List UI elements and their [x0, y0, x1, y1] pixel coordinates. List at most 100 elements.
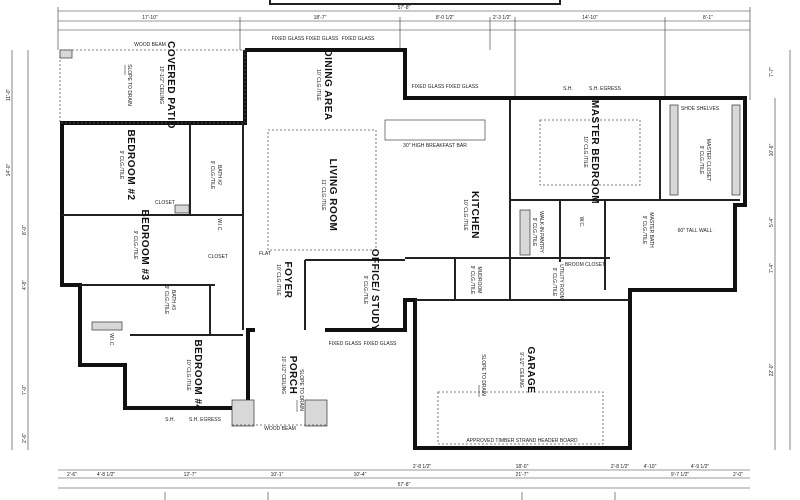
- dim-text: 18'-0": [516, 464, 529, 470]
- window-label: S.H. EGRESS: [589, 86, 622, 92]
- window-label: FIXED GLASS: [412, 84, 445, 90]
- ceiling-outlines: [267, 119, 641, 445]
- tall-wall-label: 60" TALL WALL: [678, 228, 713, 234]
- dim-text: 14'-10": [582, 15, 598, 21]
- dim-text: 17'-10": [142, 15, 158, 21]
- svg-text:MASTER CLOSET: MASTER CLOSET: [705, 139, 711, 181]
- svg-text:W.C.: W.C.: [578, 217, 584, 228]
- shoe-shelves-label: SHOE SHELVES: [681, 106, 720, 112]
- dim-text: 7'-7": [769, 67, 775, 77]
- svg-text:10' CLG./TILE: 10' CLG./TILE: [185, 359, 191, 391]
- room-bedroom-2: BEDROOM #29' CLG./TILE: [118, 129, 136, 200]
- svg-text:PORCH: PORCH: [287, 356, 298, 395]
- dim-text: 2'-0": [733, 472, 743, 478]
- dim-text: 2'-3 1/2": [493, 15, 512, 21]
- dim-text: 21'-7": [516, 472, 529, 478]
- right-dimensions: 7'-7" 10'-6" 5'-4" 7'-4" 22'-0": [769, 50, 791, 450]
- room-bath-2: BATH #29' CLG./TILE: [209, 161, 222, 190]
- svg-text:DINING AREA: DINING AREA: [322, 49, 333, 120]
- dim-text: 12'-7": [184, 472, 197, 478]
- dim-text: 22'-0": [769, 363, 775, 376]
- dim-text: 4'-8": [22, 280, 28, 290]
- overall-width-dim: 57'-8": [398, 5, 411, 11]
- window-label: FIXED GLASS: [446, 84, 479, 90]
- svg-text:9' CLG./TILE: 9' CLG./TILE: [118, 151, 124, 180]
- bottom-dimensions: 2'-6" 4'-8 1/2" 12'-7" 10'-1" 10'-4" 2'-…: [58, 464, 750, 500]
- room-bedroom-4: BEDROOM #410' CLG./TILE: [185, 339, 203, 410]
- room-wic-3: W.I.C.: [108, 333, 114, 347]
- svg-text:BATH #2: BATH #2: [216, 165, 222, 185]
- svg-text:9' CLG./TILE: 9' CLG./TILE: [469, 266, 475, 295]
- dim-text: 8'-1": [703, 15, 713, 21]
- room-wc: W.C.: [578, 217, 584, 228]
- breakfast-bar-label: 30" HIGH BREAKFAST BAR: [403, 143, 467, 149]
- window-label: FIXED GLASS: [342, 36, 375, 42]
- svg-text:W.I.C.: W.I.C.: [216, 218, 222, 232]
- slope-note-patio: SLOPE TO DRAIN: [126, 64, 132, 106]
- svg-text:9' CLG./TILE: 9' CLG./TILE: [209, 161, 215, 190]
- room-closet-3: CLOSET: [208, 254, 228, 260]
- dim-text: 4'-9 1/2": [691, 464, 710, 470]
- svg-text:LIVING ROOM: LIVING ROOM: [327, 159, 338, 232]
- svg-text:BEDROOM #3: BEDROOM #3: [139, 209, 150, 280]
- dim-text: 7'-0": [22, 385, 28, 395]
- svg-text:10' CLG./TILE: 10' CLG./TILE: [275, 264, 281, 296]
- svg-text:9' CLG./TILE: 9' CLG./TILE: [551, 268, 557, 297]
- dim-text: 7'-4": [769, 263, 775, 273]
- window-label: S.H. EGRESS: [189, 417, 222, 423]
- dim-text: 2'-6": [67, 472, 77, 478]
- window-label: S.H.: [563, 86, 573, 92]
- svg-text:9'-1/2" CEILING: 9'-1/2" CEILING: [518, 352, 524, 388]
- svg-text:9' CLG./TILE: 9' CLG./TILE: [132, 231, 138, 260]
- svg-text:10' CLG./TILE: 10' CLG./TILE: [582, 136, 588, 168]
- dim-text: 18'-7": [314, 15, 327, 21]
- svg-text:GARAGE: GARAGE: [525, 347, 536, 394]
- svg-text:9' CLG./TILE: 9' CLG./TILE: [698, 146, 704, 175]
- svg-text:COVERED PATIO: COVERED PATIO: [165, 41, 176, 129]
- svg-text:MASTER BEDROOM: MASTER BEDROOM: [589, 100, 600, 204]
- slope-notes: SLOPE TO DRAIN SLOPE TO DRAIN SLOPE TO D…: [124, 64, 486, 412]
- interior-walls: [62, 100, 741, 336]
- window-label: FIXED GLASS: [306, 36, 339, 42]
- svg-text:11' CLG./TILE: 11' CLG./TILE: [320, 179, 326, 211]
- slope-note-porch: SLOPE TO DRAIN: [298, 369, 304, 411]
- left-dimensions: 11'-0" 14'-0" 8'-0" 4'-8" 7'-0" 2'-6": [6, 50, 29, 450]
- dim-text: 8'-0": [22, 225, 28, 235]
- slope-note-garage: SLOPE TO DRAIN: [480, 354, 486, 396]
- dim-text: 5'-4": [769, 217, 775, 227]
- dim-text: 9'-7 1/2": [671, 472, 690, 478]
- svg-text:BATH #3: BATH #3: [170, 290, 176, 310]
- room-bath-3: BATH #39' CLG./TILE: [163, 286, 176, 315]
- header-label: APPROVED TIMBER STRAND HEADER BOARD: [466, 438, 578, 444]
- dim-text: 11'-0": [6, 89, 12, 102]
- svg-text:KITCHEN: KITCHEN: [469, 191, 480, 239]
- svg-text:FOYER: FOYER: [282, 262, 293, 299]
- dim-text: 4'-8 1/2": [97, 472, 116, 478]
- svg-text:10' CLG./TILE: 10' CLG./TILE: [315, 69, 321, 101]
- title-block: [269, 0, 561, 5]
- wood-beam-label: WOOD BEAM: [134, 42, 166, 48]
- svg-text:OFFICE/ STUDY: OFFICE/ STUDY: [369, 249, 380, 332]
- svg-text:BEDROOM #4: BEDROOM #4: [192, 339, 203, 410]
- top-dimensions: 57'-8" 17'-10" 18'-7" 8'-0 1/2" 2'-3 1/2…: [57, 5, 751, 100]
- room-bedroom-3: BEDROOM #39' CLG./TILE: [132, 209, 150, 280]
- dim-text: 10'-1": [271, 472, 284, 478]
- room-broom-closet: BROOM CLOSET: [565, 262, 605, 268]
- room-closet-2: CLOSET: [155, 200, 175, 206]
- window-label: FIXED GLASS: [329, 341, 362, 347]
- svg-text:MUDROOM: MUDROOM: [476, 267, 482, 294]
- window-label: FIXED GLASS: [272, 36, 305, 42]
- exterior-walls: [59, 48, 747, 450]
